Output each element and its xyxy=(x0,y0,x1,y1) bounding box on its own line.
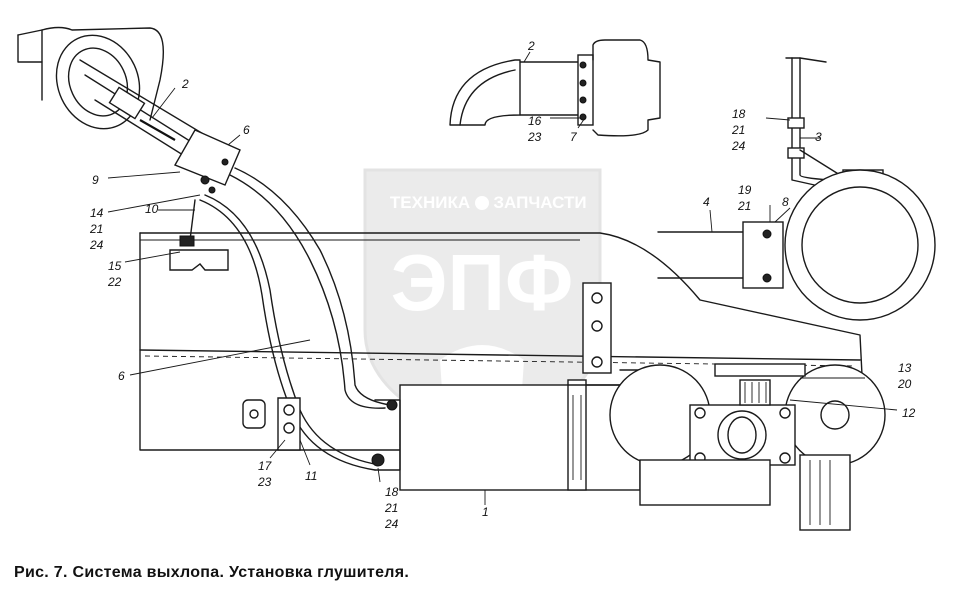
technical-drawing: ТЕХНИКА ЗАПЧАСТИ ЭПФ xyxy=(17,26,936,531)
label-18b: 18 xyxy=(732,107,746,121)
label-1: 1 xyxy=(482,505,489,519)
label-24b: 24 xyxy=(384,517,399,531)
label-18a: 18 xyxy=(385,485,399,499)
label-24c: 24 xyxy=(731,139,746,153)
label-23b: 23 xyxy=(527,130,542,144)
label-5: 6 xyxy=(118,369,125,383)
label-9: 9 xyxy=(92,173,99,187)
label-3: 3 xyxy=(815,130,822,144)
leader-lines xyxy=(107,51,898,505)
watermark-emblem: ТЕХНИКА ЗАПЧАСТИ ЭПФ xyxy=(363,168,602,442)
label-2: 2 xyxy=(181,77,189,91)
label-11: 11 xyxy=(305,469,317,483)
label-10: 10 xyxy=(145,202,159,216)
gear-icon xyxy=(475,196,489,210)
watermark-main-text: ЭПФ xyxy=(391,238,574,327)
plate-17 xyxy=(242,397,301,451)
bracket-15 xyxy=(169,235,229,271)
label-14: 14 xyxy=(90,206,104,220)
callout-labels: 2 6 9 10 14 21 24 15 22 6 17 23 11 18 21… xyxy=(89,39,916,531)
muffler xyxy=(371,379,641,491)
label-13: 13 xyxy=(898,361,912,375)
label-2-inset: 2 xyxy=(527,39,535,53)
label-12: 12 xyxy=(902,406,916,420)
figure-caption: Рис. 7. Система выхлопа. Установка глуши… xyxy=(14,564,410,581)
rear-wheels xyxy=(609,363,886,531)
label-4: 4 xyxy=(703,195,710,209)
frame xyxy=(139,232,863,451)
label-17: 17 xyxy=(258,459,273,473)
inset-clamp xyxy=(657,57,936,321)
label-21d: 21 xyxy=(737,199,751,213)
label-19: 19 xyxy=(738,183,752,197)
label-15: 15 xyxy=(108,259,122,273)
vertical-bracket xyxy=(567,282,641,386)
label-24a: 24 xyxy=(89,238,104,252)
label-21c: 21 xyxy=(731,123,745,137)
watermark-text-right: ЗАПЧАСТИ xyxy=(493,193,586,212)
label-8: 8 xyxy=(782,195,789,209)
label-7: 7 xyxy=(570,130,578,144)
label-20: 20 xyxy=(897,377,912,391)
label-21a: 21 xyxy=(89,222,103,236)
inset-elbow-pipe xyxy=(449,39,661,137)
cab-housing xyxy=(17,26,165,130)
label-22: 22 xyxy=(107,275,122,289)
exhaust-pipe xyxy=(79,59,241,194)
label-16: 16 xyxy=(528,114,542,128)
label-23a: 23 xyxy=(257,475,272,489)
label-21b: 21 xyxy=(384,501,398,515)
watermark-text-left: ТЕХНИКА xyxy=(390,193,470,212)
label-6: 6 xyxy=(243,123,250,137)
